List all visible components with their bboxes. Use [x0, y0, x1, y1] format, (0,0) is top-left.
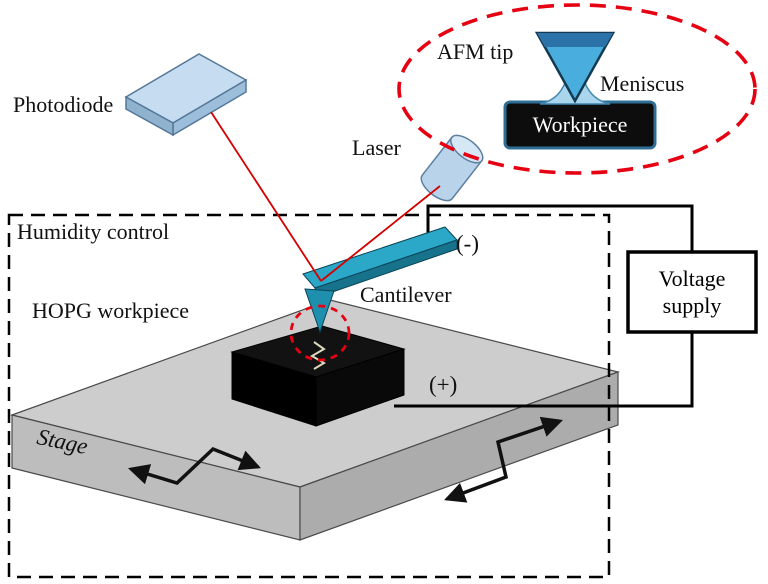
- stage-motion-arrow-left: [127, 446, 261, 485]
- meniscus-label: Meniscus: [600, 71, 685, 96]
- cantilever-beam: [302, 226, 458, 334]
- inset-workpiece-label: Workpiece: [532, 111, 628, 137]
- voltage-supply-label-line1: Voltage: [658, 265, 726, 291]
- hopg-front-right-face: [315, 348, 405, 427]
- photodiode-label: Photodiode: [13, 92, 114, 117]
- positive-terminal-label: (+): [429, 372, 458, 397]
- laser-label: Laser: [352, 135, 401, 160]
- wire-positive: [394, 330, 694, 408]
- wire-negative: [426, 204, 694, 252]
- inset-workpiece-label-box: Workpiece: [505, 102, 655, 148]
- afm-probe-tip: [304, 288, 335, 334]
- voltage-supply-label-box: Voltage supply: [628, 252, 756, 332]
- inset-afm-tip-base: [537, 33, 613, 47]
- negative-terminal-label: (-): [456, 231, 479, 256]
- stage-motion-arrow-right: [444, 416, 563, 503]
- laser-beam-reflected: [210, 111, 322, 282]
- inset-dashed-ellipse: [397, 3, 757, 175]
- humidity-control-box: [7, 213, 611, 579]
- laser-cylinder: [420, 134, 484, 202]
- voltage-supply-box: [626, 250, 758, 334]
- photodiode-plate: [124, 53, 248, 137]
- afm-tip-label: AFM tip: [437, 39, 514, 64]
- contact-zone-dashed-circle: [289, 304, 351, 362]
- voltage-supply-label-line2: supply: [662, 293, 722, 318]
- hopg-workpiece-label: HOPG workpiece: [32, 298, 190, 323]
- machined-pattern: [310, 341, 326, 370]
- cantilever-label: Cantilever: [360, 282, 452, 307]
- humidity-control-label: Humidity control: [17, 219, 170, 244]
- hopg-workpiece-box: [230, 325, 406, 427]
- photodiode-side-face: [125, 95, 174, 137]
- laser-beam-incident: [320, 185, 441, 282]
